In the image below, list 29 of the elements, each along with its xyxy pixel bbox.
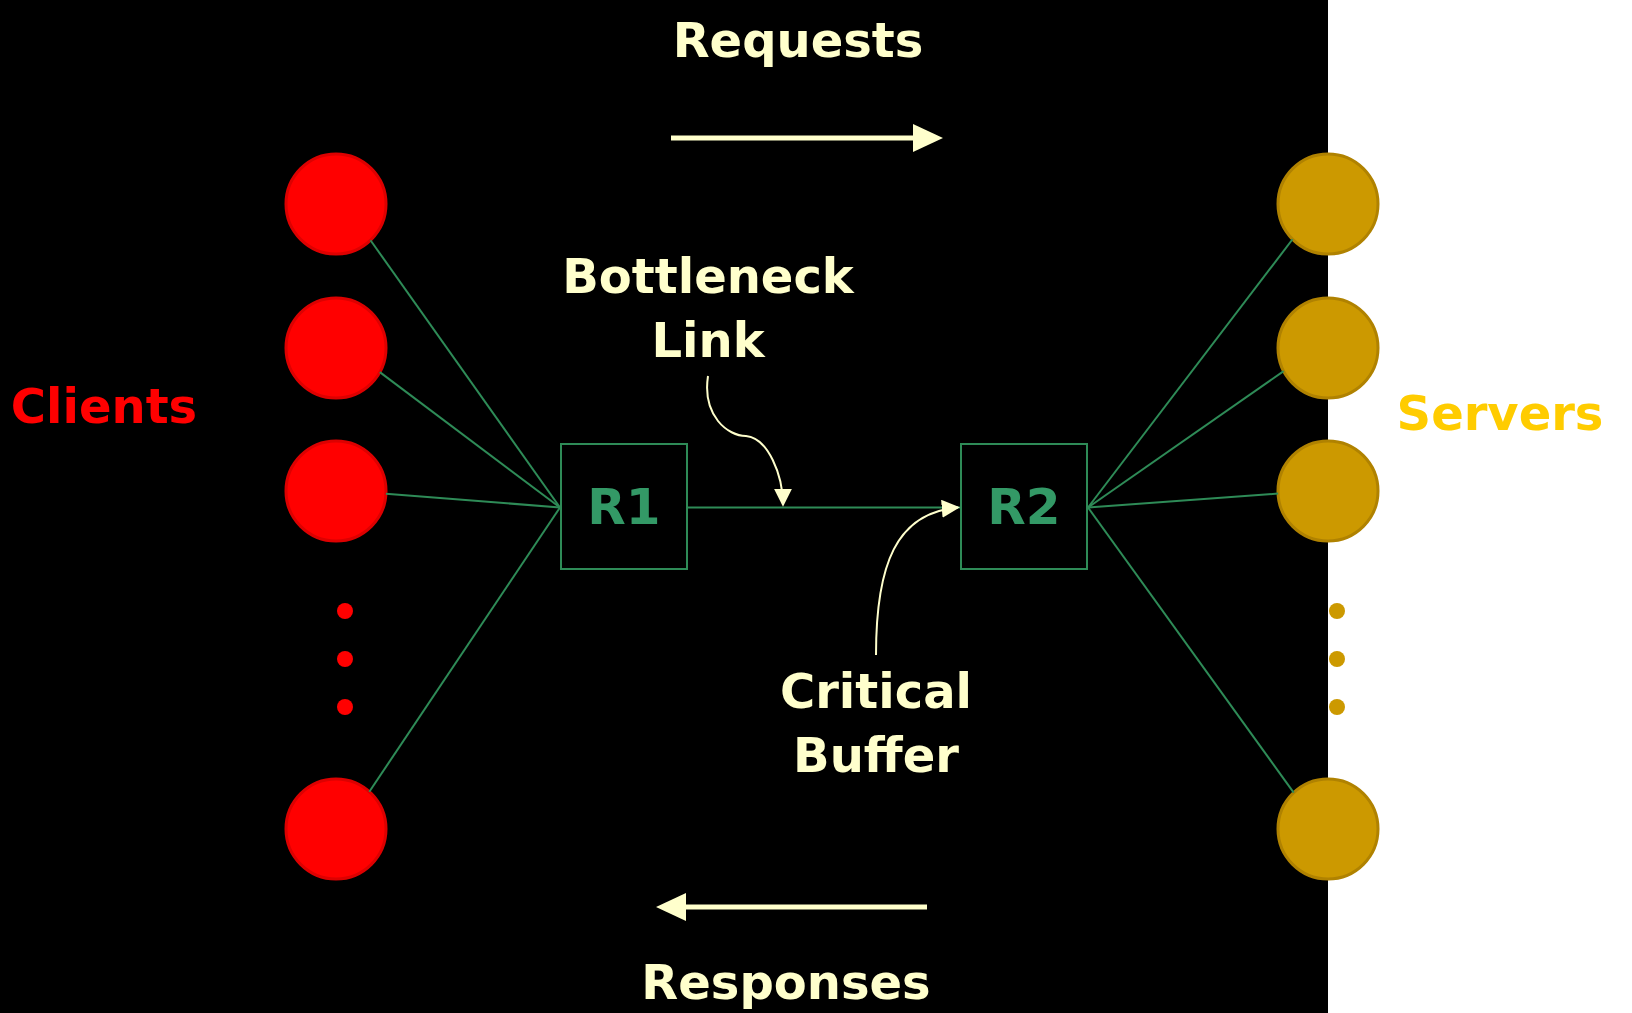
link-line xyxy=(378,371,561,509)
link-line xyxy=(1087,370,1285,509)
client-circle xyxy=(284,152,388,256)
link-line xyxy=(1087,506,1295,794)
direction-label: Responses xyxy=(641,954,931,1010)
link-line xyxy=(1087,492,1280,509)
server-circle xyxy=(1276,777,1380,881)
link-line xyxy=(384,492,561,509)
group-label: Clients xyxy=(10,378,198,434)
client-circle xyxy=(284,439,388,543)
annotation-text: Bottleneck Link xyxy=(561,247,856,370)
leader-arrow xyxy=(875,501,960,656)
annotation-text: Critical Buffer xyxy=(778,662,973,785)
server-circle xyxy=(1276,439,1380,543)
router-box xyxy=(960,443,1088,570)
direction-label: Requests xyxy=(672,12,924,68)
client-circle xyxy=(284,777,388,881)
router-box xyxy=(560,443,688,570)
server-circle xyxy=(1276,152,1380,256)
link-line xyxy=(687,506,961,509)
leader-arrow xyxy=(706,375,792,507)
link-line xyxy=(369,239,561,509)
server-circle xyxy=(1276,296,1380,400)
link-line xyxy=(1087,238,1294,509)
router-label: R1 xyxy=(587,477,661,536)
client-circle xyxy=(284,296,388,400)
link-line xyxy=(368,506,561,793)
group-label: Servers xyxy=(1396,385,1604,441)
router-label: R2 xyxy=(987,477,1061,536)
